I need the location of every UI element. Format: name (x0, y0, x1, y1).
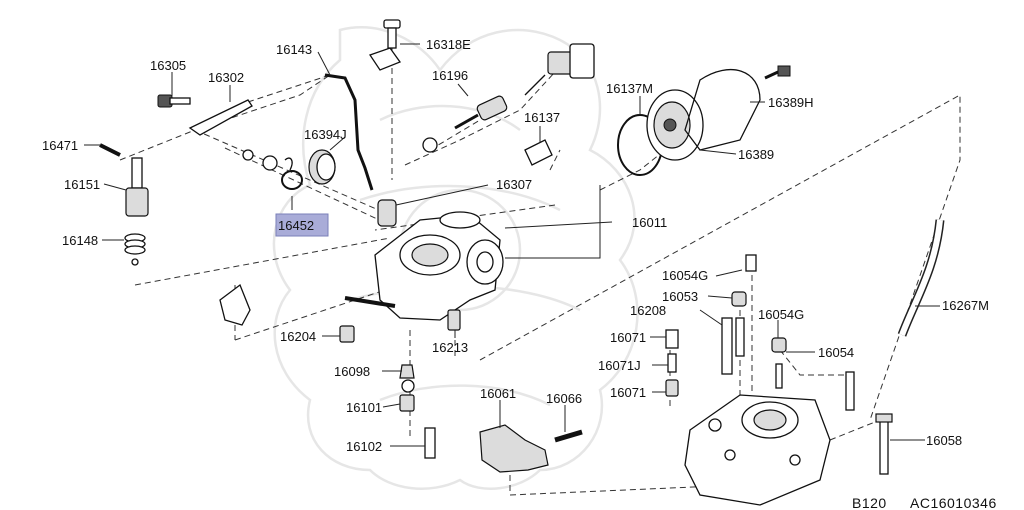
spring-16148 (124, 233, 146, 266)
bolt-16058 (879, 417, 889, 475)
washer-a (242, 149, 254, 161)
label-16208[interactable]: 16208 (630, 303, 666, 318)
label-16102[interactable]: 16102 (346, 439, 382, 454)
label-16066[interactable]: 16066 (546, 391, 582, 406)
label-16204[interactable]: 16204 (280, 329, 316, 344)
label-16137[interactable]: 16137 (524, 110, 560, 125)
part-drawings (99, 19, 945, 506)
bracket-left (219, 283, 251, 326)
label-16302[interactable]: 16302 (208, 70, 244, 85)
label-16071J[interactable]: 16071J (598, 358, 641, 373)
label-16137M[interactable]: 16137M (606, 81, 653, 96)
diaphragm-16389 (646, 89, 704, 161)
label-16213[interactable]: 16213 (432, 340, 468, 355)
float-16061 (479, 424, 549, 473)
label-16389[interactable]: 16389 (738, 147, 774, 162)
float-chamber-body (684, 394, 831, 506)
bracket-16137 (524, 139, 553, 166)
jet-16054G-b (771, 337, 787, 353)
label-16148[interactable]: 16148 (62, 233, 98, 248)
bolt-16058-head (875, 413, 893, 423)
pin-16066 (554, 429, 583, 443)
label-16058[interactable]: 16058 (926, 433, 962, 448)
label-16389H[interactable]: 16389H (768, 95, 814, 110)
bolt-16305 (157, 94, 191, 108)
jet-16102 (424, 427, 436, 459)
label-16452[interactable]: 16452 (278, 218, 314, 233)
label-16394J[interactable]: 16394J (304, 127, 347, 142)
label-16053[interactable]: 16053 (662, 289, 698, 304)
label-16318E[interactable]: 16318E (426, 37, 471, 52)
figure-code: AC16010346 (910, 495, 997, 510)
jet-16208-b (735, 317, 745, 357)
label-16011[interactable]: 16011 (632, 215, 667, 230)
nut-16213 (447, 309, 461, 331)
rod-16143 (324, 73, 374, 191)
carb-body-16011 (344, 211, 504, 321)
lever-16302 (188, 99, 253, 136)
washer-b (262, 155, 278, 171)
label-16305[interactable]: 16305 (150, 58, 186, 73)
grommet-16307 (377, 199, 397, 227)
spring-16452 (281, 157, 303, 190)
washer-16098 (401, 379, 415, 393)
label-16267M[interactable]: 16267M (942, 298, 989, 313)
jet-16101 (399, 394, 415, 412)
jet-16054 (775, 363, 783, 389)
part-labels: 16305 16302 16143 16318E 16196 16137M 16… (42, 37, 989, 454)
label-16143[interactable]: 16143 (276, 42, 312, 57)
label-16054[interactable]: 16054 (818, 345, 854, 360)
plug-right (845, 371, 855, 411)
footer: B120 AC16010346 (852, 495, 997, 510)
screw-right (764, 65, 791, 80)
seal-16394J (308, 149, 336, 185)
solenoid-16196 (422, 43, 595, 153)
label-16061[interactable]: 16061 (480, 386, 516, 401)
label-16151[interactable]: 16151 (64, 177, 100, 192)
label-16196[interactable]: 16196 (432, 68, 468, 83)
gasket-16098 (399, 364, 415, 379)
highlight-box-16452 (275, 213, 329, 237)
label-16098[interactable]: 16098 (334, 364, 370, 379)
leader-lines (84, 43, 940, 447)
label-16054G-a[interactable]: 16054G (662, 268, 708, 283)
nut-16204 (339, 325, 355, 343)
plug-16054G-a (745, 254, 757, 272)
screw-top (383, 19, 401, 49)
label-16101[interactable]: 16101 (346, 400, 382, 415)
label-16054G-b[interactable]: 16054G (758, 307, 804, 322)
cover-16389H (684, 69, 761, 151)
label-16307[interactable]: 16307 (496, 177, 532, 192)
page-code: B120 (852, 495, 887, 510)
jet-16151 (125, 157, 149, 217)
jet-16053 (731, 291, 747, 307)
jet-16071 (665, 329, 679, 349)
jet-16208 (721, 317, 733, 375)
label-16071-b[interactable]: 16071 (610, 385, 646, 400)
label-16471[interactable]: 16471 (42, 138, 78, 153)
screw-16471 (99, 143, 121, 157)
spring-16071J (667, 353, 677, 373)
label-16071[interactable]: 16071 (610, 330, 646, 345)
clip-16318E (368, 47, 402, 71)
jet-16071-b (665, 379, 679, 397)
